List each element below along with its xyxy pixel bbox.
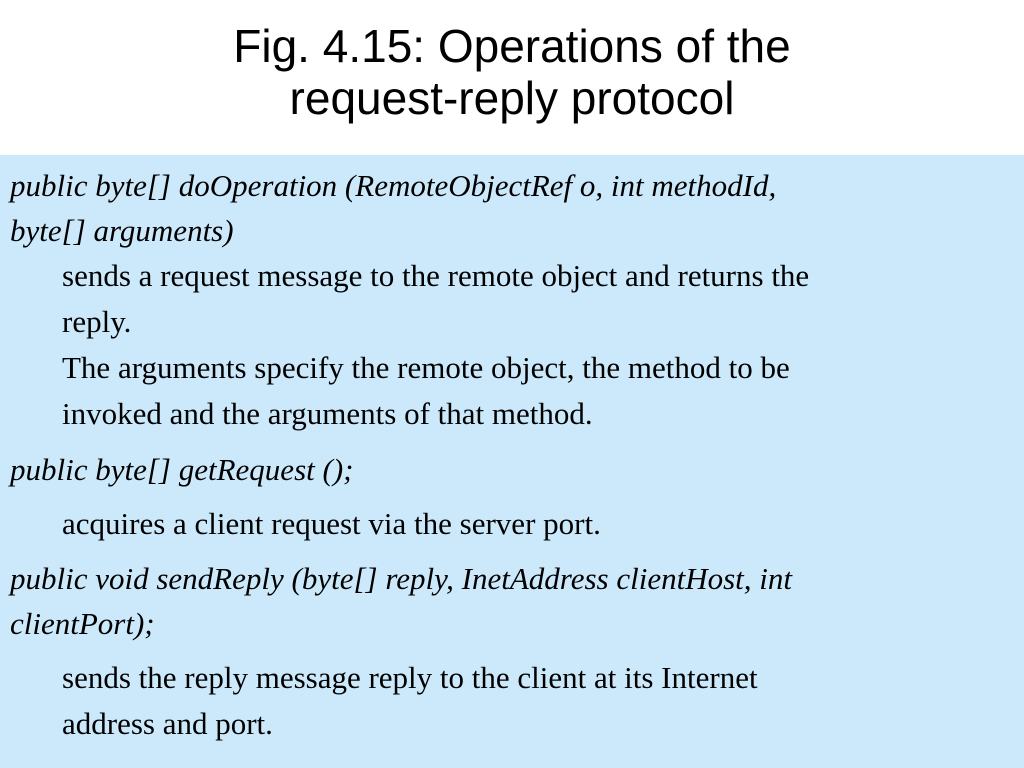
signature-line: public byte[] doOperation (RemoteObjectR… [10, 168, 777, 203]
description-line: invoked and the arguments of that method… [62, 396, 593, 431]
description-line: sends a request message to the remote ob… [62, 258, 810, 293]
signature-line: public void sendReply (byte[] reply, Ine… [10, 561, 792, 596]
slide-title: Fig. 4.15: Operations of the request-rep… [0, 20, 1024, 124]
signature-line: public byte[] getRequest (); [10, 452, 354, 487]
description-line: reply. [62, 304, 132, 339]
description-line: address and port. [62, 706, 273, 741]
operation-description-getrequest: acquires a client request via the server… [62, 501, 1012, 547]
signature-line: clientPort); [10, 606, 155, 641]
description-line: The arguments specify the remote object,… [62, 350, 790, 385]
signature-line: byte[] arguments) [10, 213, 234, 248]
slide-title-line-2: request-reply protocol [289, 72, 735, 124]
content-panel: public byte[] doOperation (RemoteObjectR… [0, 155, 1024, 768]
slide-title-line-1: Fig. 4.15: Operations of the [233, 20, 791, 72]
operation-signature-sendreply: public void sendReply (byte[] reply, Ine… [10, 556, 1010, 646]
operation-description-sendreply: sends the reply message reply to the cli… [62, 655, 1012, 747]
operation-signature-getrequest: public byte[] getRequest (); [10, 447, 1010, 492]
operation-signature-dooperation: public byte[] doOperation (RemoteObjectR… [10, 163, 1010, 253]
description-line: acquires a client request via the server… [62, 506, 601, 541]
operation-description-dooperation: sends a request message to the remote ob… [62, 253, 1012, 437]
description-line: sends the reply message reply to the cli… [62, 660, 758, 695]
